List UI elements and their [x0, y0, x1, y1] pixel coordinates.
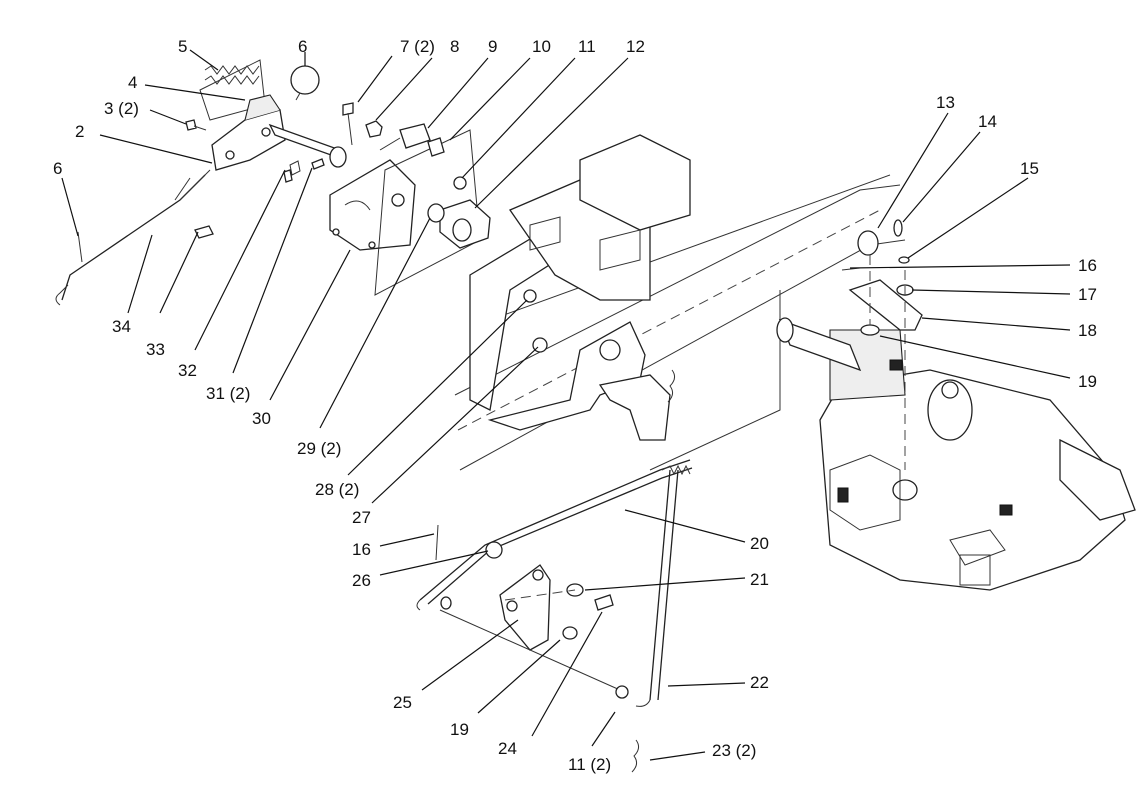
label-11-top: 11 [578, 37, 596, 56]
label-22: 22 [750, 673, 769, 692]
small-parts-left [77, 119, 325, 263]
callout-labels: 5 6 7 (2) 8 9 10 11 12 4 3 (2) 2 6 34 33… [53, 37, 1097, 774]
label-21: 21 [750, 570, 769, 589]
label-18: 18 [1078, 321, 1097, 340]
label-20: 20 [750, 534, 769, 553]
label-6-top: 6 [298, 37, 307, 56]
label-33: 33 [146, 340, 165, 359]
label-10: 10 [532, 37, 551, 56]
mount-bracket-27 [487, 321, 671, 441]
pivot-plate-30 [329, 159, 416, 251]
label-31: 31 (2) [206, 384, 250, 403]
label-4: 4 [128, 73, 137, 92]
bracket-2 [211, 94, 286, 171]
label-11-lower: 11 (2) [568, 755, 611, 774]
label-24: 24 [498, 739, 517, 758]
rod-22 [635, 469, 679, 707]
lever-25 [439, 564, 621, 691]
center-bracket-28 [469, 134, 691, 411]
shaft-assembly [268, 123, 347, 176]
label-5: 5 [178, 37, 187, 56]
label-29: 29 (2) [297, 439, 341, 458]
label-25: 25 [393, 693, 412, 712]
label-30: 30 [252, 409, 271, 428]
label-16-lower: 16 [352, 540, 371, 559]
label-16-right: 16 [1078, 256, 1097, 275]
label-32: 32 [178, 361, 197, 380]
label-7: 7 (2) [400, 37, 435, 56]
label-19-right: 19 [1078, 372, 1097, 391]
label-3: 3 (2) [104, 99, 139, 118]
label-9: 9 [488, 37, 497, 56]
transmission [776, 317, 1136, 591]
control-arm-18 [841, 219, 923, 470]
label-19-lower: 19 [450, 720, 469, 739]
label-13: 13 [936, 93, 955, 112]
lever-plate-12 [374, 129, 491, 296]
rod-20 [416, 459, 693, 611]
label-15: 15 [1020, 159, 1039, 178]
label-6-left: 6 [53, 159, 62, 178]
label-26: 26 [352, 571, 371, 590]
label-27: 27 [352, 508, 371, 527]
label-14: 14 [978, 112, 997, 131]
label-2: 2 [75, 122, 84, 141]
label-28: 28 (2) [315, 480, 359, 499]
label-8: 8 [450, 37, 459, 56]
small-parts-lower [435, 369, 676, 773]
label-34: 34 [112, 317, 131, 336]
knob-6 [290, 65, 320, 101]
label-23: 23 (2) [712, 741, 756, 760]
bolts-7-8-9-10 [342, 102, 467, 190]
label-17: 17 [1078, 285, 1097, 304]
pedal-rod-34 [55, 169, 211, 306]
leader-lines [61, 49, 1071, 761]
label-12: 12 [626, 37, 645, 56]
